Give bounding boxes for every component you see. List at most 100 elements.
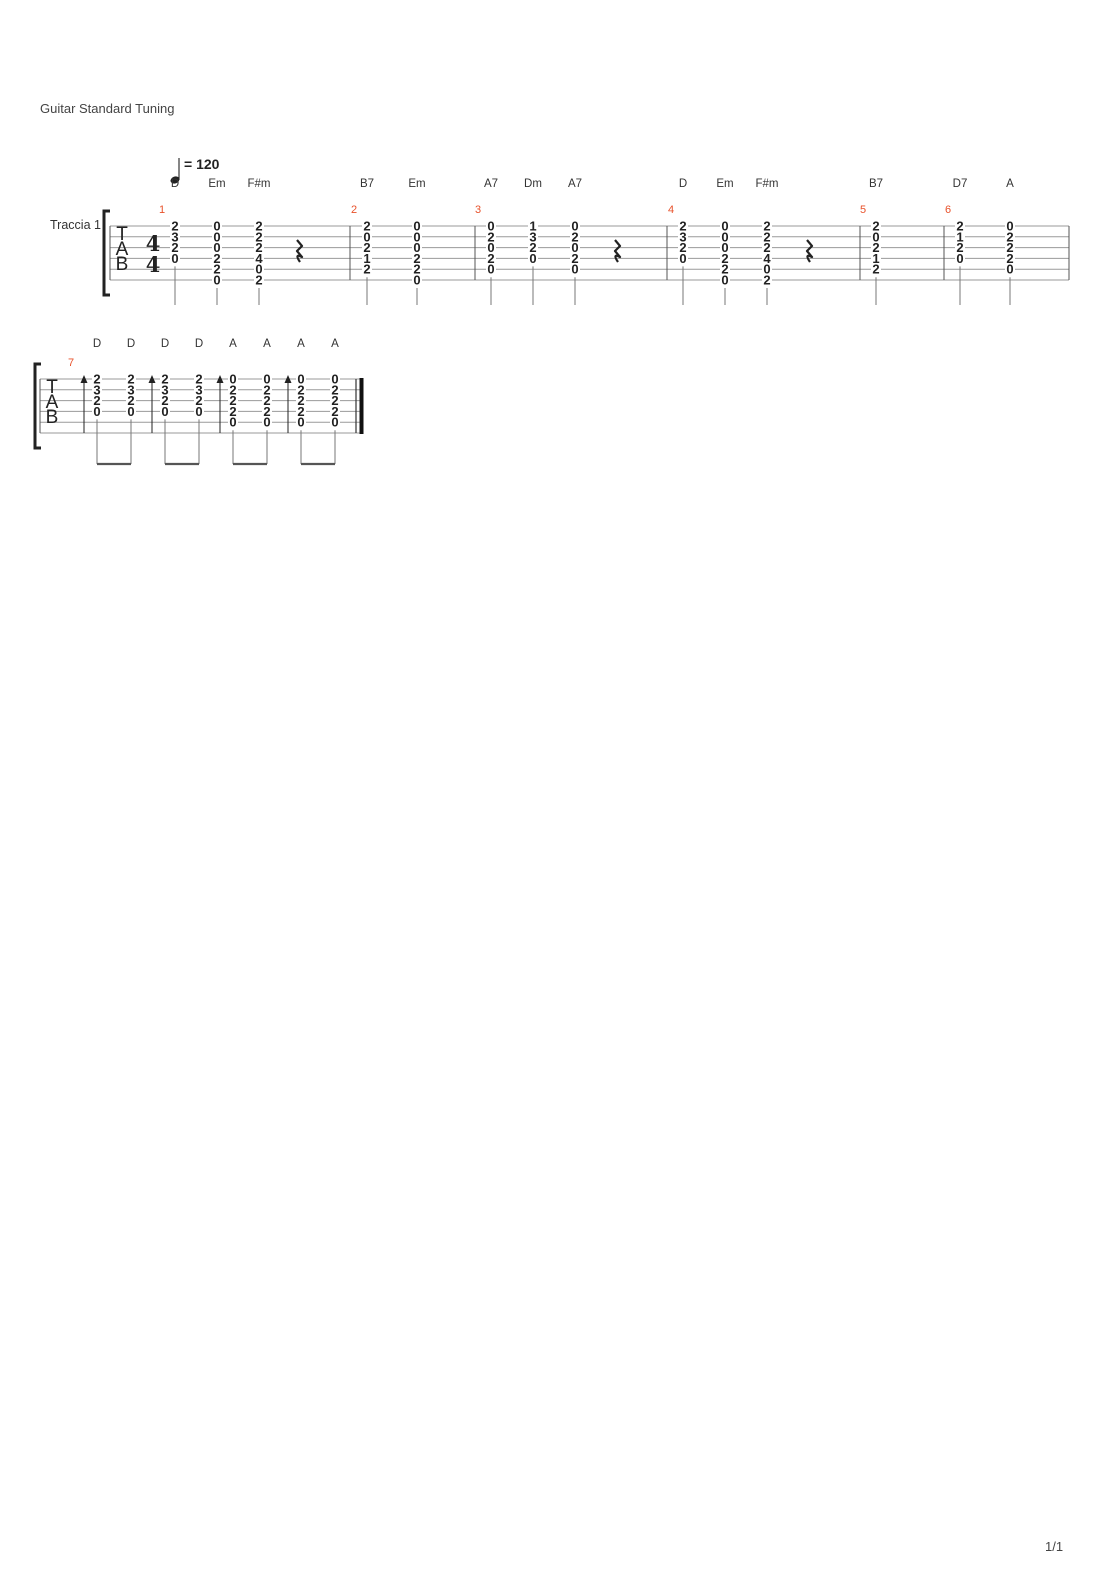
fret-number: 2	[93, 393, 100, 408]
fret-background	[92, 383, 102, 395]
chord-name: D	[195, 338, 203, 350]
fret-background	[528, 220, 538, 231]
page-number: 1/1	[1045, 1539, 1064, 1554]
fret-background	[720, 241, 730, 253]
fret-number: 0	[413, 240, 420, 255]
fret-background	[160, 373, 170, 384]
fret-background	[262, 394, 272, 406]
fret-number: 3	[127, 382, 134, 397]
fret-number: 2	[161, 393, 168, 408]
fret-background	[528, 252, 538, 264]
fret-background	[254, 230, 264, 242]
fret-number: 2	[872, 262, 879, 277]
fret-background	[194, 394, 204, 406]
fret-background	[254, 274, 264, 285]
time-signature-top: 4	[146, 231, 161, 256]
fret-number: 2	[161, 372, 168, 387]
fret-background	[170, 241, 180, 253]
fret-number: 0	[413, 219, 420, 234]
fret-number: 2	[363, 262, 370, 277]
chord-name: A7	[484, 178, 498, 190]
fret-background	[228, 383, 238, 395]
fret-number: 2	[229, 404, 236, 419]
fret-number: 0	[1006, 219, 1013, 234]
fret-background	[720, 263, 730, 275]
fret-background	[194, 405, 204, 417]
measure-number: 3	[475, 204, 481, 216]
fret-number: 3	[529, 229, 536, 244]
fret-background	[570, 263, 580, 275]
fret-number: 0	[195, 404, 202, 419]
fret-number: 3	[679, 229, 686, 244]
fret-number: 2	[763, 273, 770, 288]
fret-number: 0	[721, 219, 728, 234]
fret-number: 2	[229, 382, 236, 397]
fret-background	[160, 405, 170, 417]
fret-number: 2	[571, 251, 578, 266]
fret-background	[762, 274, 772, 285]
fret-number: 2	[195, 393, 202, 408]
fret-number: 2	[413, 262, 420, 277]
fret-background	[330, 394, 340, 406]
fret-number: 3	[93, 382, 100, 397]
tempo-marking: = 120	[184, 156, 220, 172]
fret-background	[194, 383, 204, 395]
fret-background	[296, 405, 306, 417]
fret-number: 0	[872, 229, 879, 244]
fret-background	[92, 394, 102, 406]
fret-background	[762, 252, 772, 264]
fret-background	[330, 373, 340, 384]
fret-background	[160, 394, 170, 406]
fret-number: 3	[171, 229, 178, 244]
fret-background	[126, 383, 136, 395]
fret-background	[228, 416, 238, 428]
fret-number: 2	[263, 393, 270, 408]
fret-number: 0	[161, 404, 168, 419]
fret-number: 0	[571, 240, 578, 255]
fret-background	[486, 263, 496, 275]
fret-background	[1005, 220, 1015, 231]
chord-name: A	[263, 338, 271, 350]
fret-number: 0	[213, 229, 220, 244]
fret-number: 2	[213, 262, 220, 277]
fret-number: 2	[487, 229, 494, 244]
fret-number: 0	[487, 240, 494, 255]
fret-number: 2	[297, 382, 304, 397]
measure-number: 2	[351, 204, 357, 216]
fret-number: 0	[721, 229, 728, 244]
fret-number: 0	[297, 372, 304, 387]
fret-background	[296, 394, 306, 406]
fret-background	[762, 220, 772, 231]
fret-number: 2	[263, 382, 270, 397]
fret-background	[762, 230, 772, 242]
fret-number: 0	[229, 415, 236, 430]
measure-number: 4	[668, 204, 674, 216]
tab-clef-letter: B	[116, 254, 129, 275]
chord-name: D	[679, 178, 687, 190]
fret-number: 2	[297, 404, 304, 419]
fret-background	[678, 241, 688, 253]
fret-number: 0	[487, 262, 494, 277]
fret-background	[254, 241, 264, 253]
fret-number: 2	[331, 404, 338, 419]
fret-number: 0	[721, 240, 728, 255]
fret-number: 0	[331, 415, 338, 430]
fret-background	[126, 405, 136, 417]
fret-number: 2	[127, 372, 134, 387]
fret-background	[412, 241, 422, 253]
fret-background	[170, 252, 180, 264]
fret-background	[170, 230, 180, 242]
upstroke-arrow	[284, 375, 292, 383]
tab-clef-letter: A	[116, 239, 129, 260]
upstroke-arrow	[148, 375, 156, 383]
fret-number: 2	[127, 393, 134, 408]
fret-number: 1	[872, 251, 879, 266]
fret-number: 1	[363, 251, 370, 266]
fret-number: 2	[263, 404, 270, 419]
quarter-rest	[295, 239, 304, 263]
fret-number: 2	[1006, 229, 1013, 244]
fret-number: 0	[331, 372, 338, 387]
fret-background	[412, 230, 422, 242]
fret-background	[486, 220, 496, 231]
fret-background	[262, 416, 272, 428]
